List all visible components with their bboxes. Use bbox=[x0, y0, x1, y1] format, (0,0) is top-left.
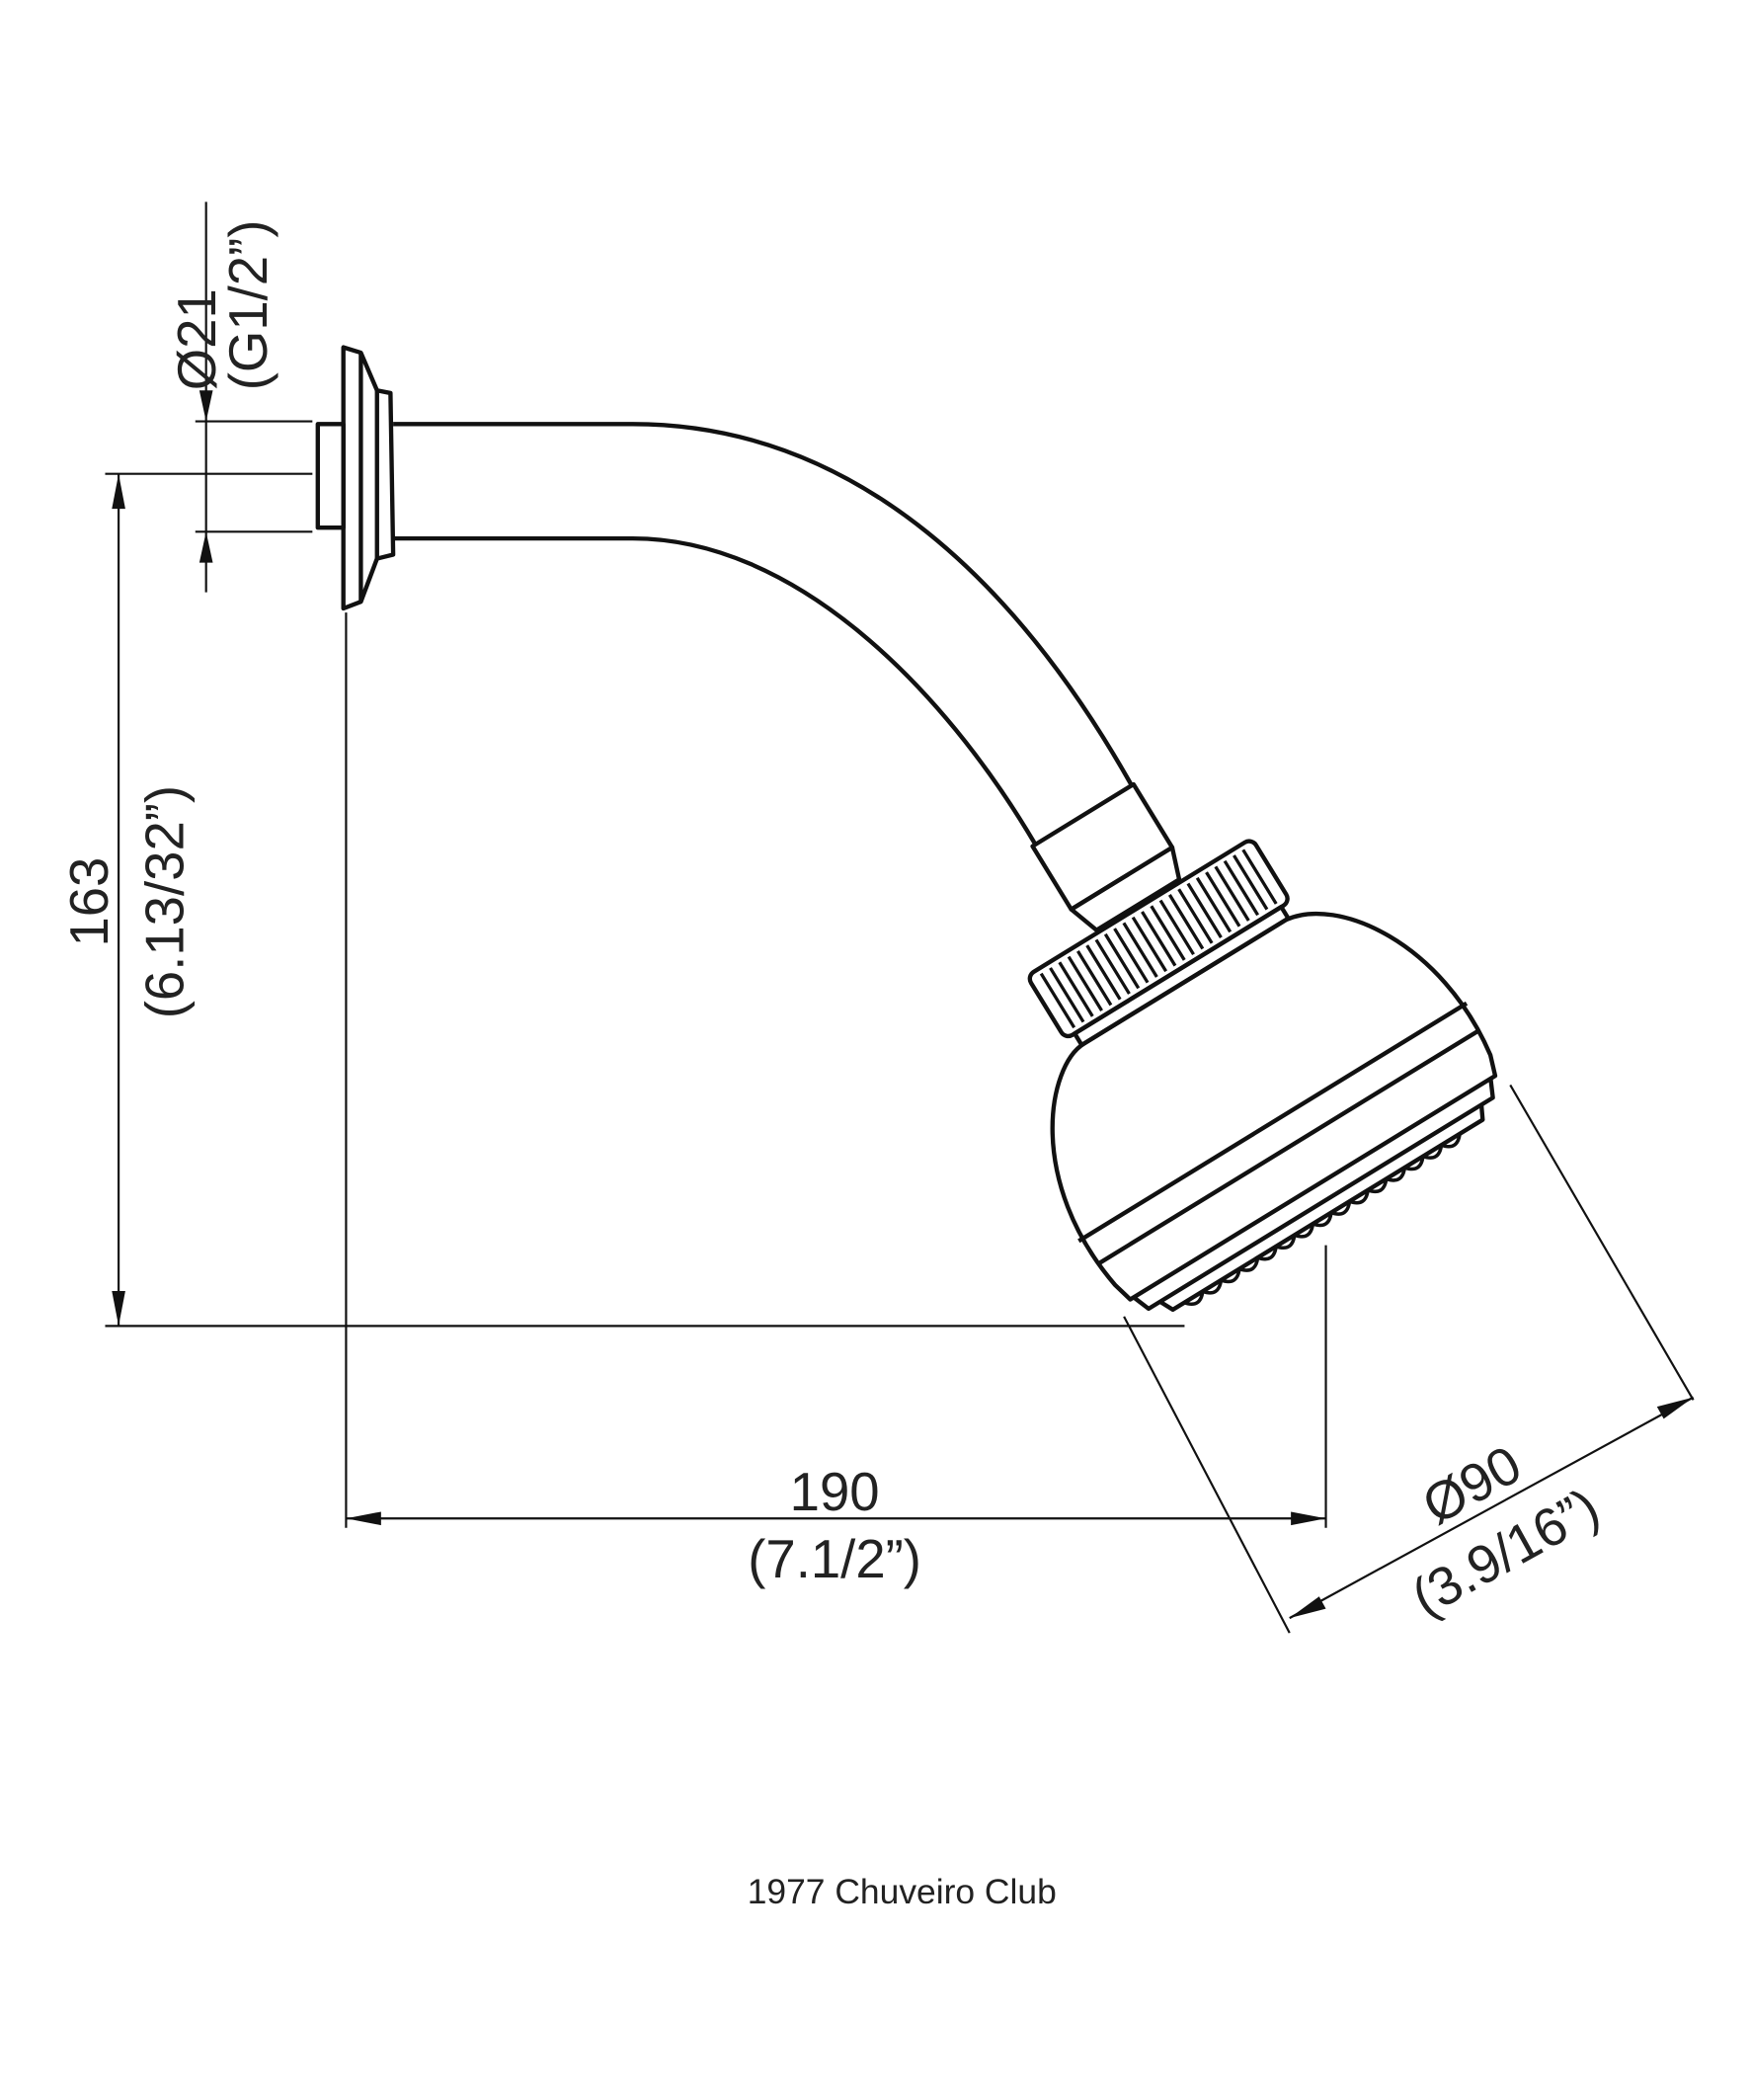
wall-flange bbox=[315, 345, 396, 611]
dimension-projection: 190 (7.1/2”) bbox=[345, 612, 1327, 1589]
inlet-diameter-label: Ø21 bbox=[167, 288, 227, 390]
nut-knurling bbox=[1039, 848, 1278, 1029]
inlet-diameter-imperial: (G1/2”) bbox=[218, 220, 278, 391]
dimension-inlet: Ø21 (G1/2”) bbox=[167, 202, 313, 593]
dimension-height: 163 (6.13/32”) bbox=[59, 472, 1185, 1328]
shower-head bbox=[1027, 781, 1498, 1313]
projection-imperial: (7.1/2”) bbox=[748, 1529, 921, 1589]
height-label: 163 bbox=[59, 857, 119, 947]
shower-arm bbox=[393, 422, 1135, 846]
projection-label: 190 bbox=[790, 1462, 880, 1522]
height-imperial: (6.13/32”) bbox=[135, 785, 196, 1018]
drawing-caption: 1977 Chuveiro Club bbox=[748, 1872, 1057, 1911]
